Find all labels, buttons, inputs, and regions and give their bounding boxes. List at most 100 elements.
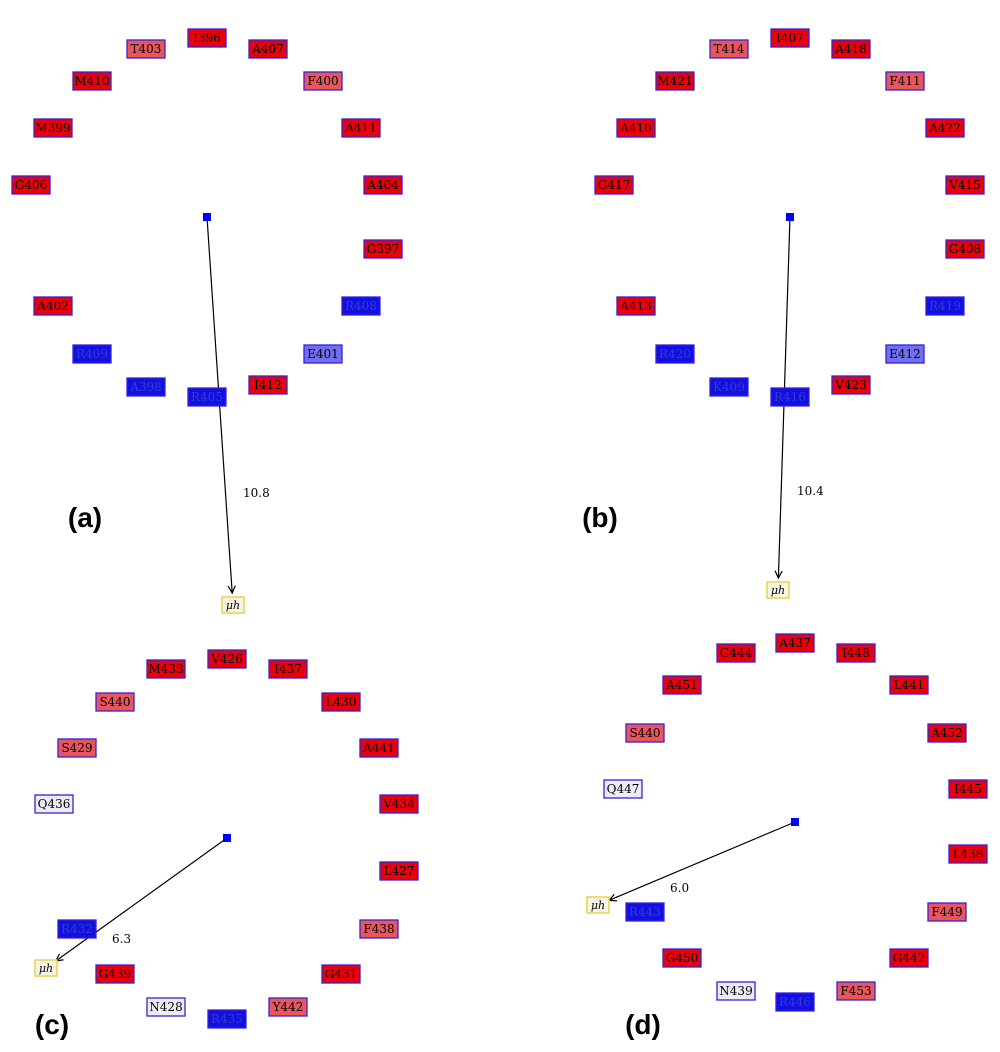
wheel-center-marker (203, 213, 211, 221)
residue-box: G450 (662, 948, 702, 968)
residue-rect (594, 175, 634, 195)
residue-rect (33, 296, 73, 316)
residue-box: S440 (95, 692, 135, 712)
residue-rect (775, 992, 815, 1012)
panel-label: (b) (582, 502, 618, 533)
residue-label: A441 (362, 741, 395, 755)
residue-label: G408 (949, 242, 982, 256)
residue-box: A441 (359, 738, 399, 758)
residue-rect (655, 344, 695, 364)
residue-label: V426 (210, 652, 243, 666)
residue-box: M421 (655, 71, 695, 91)
residue-box: T403 (126, 39, 166, 59)
residue-label: G442 (893, 951, 926, 965)
residue-box: A411 (341, 118, 381, 138)
moment-label: μh (39, 962, 53, 975)
residue-box: G406 (11, 175, 51, 195)
residue-rect (57, 919, 97, 939)
residue-box: R435 (207, 1009, 247, 1029)
residue-label: M433 (148, 662, 183, 676)
residue-label: V434 (382, 797, 415, 811)
residue-label: I396 (193, 31, 221, 45)
residue-box: V423 (831, 375, 871, 395)
residue-label: F438 (363, 922, 394, 936)
residue-box: F453 (836, 981, 876, 1001)
residue-label: M410 (74, 74, 109, 88)
residue-box: F438 (359, 919, 399, 939)
residue-label: A451 (665, 678, 698, 692)
moment-value: 6.3 (112, 932, 131, 946)
residue-label: A398 (129, 380, 162, 394)
residue-box: S440 (625, 723, 665, 743)
residue-rect (126, 377, 166, 397)
residue-box: A413 (616, 296, 656, 316)
residue-rect (33, 118, 73, 138)
residue-box: L430 (321, 692, 361, 712)
residue-box: A404 (363, 175, 403, 195)
residue-rect (836, 643, 876, 663)
residue-rect (925, 118, 965, 138)
residue-box: R446 (775, 992, 815, 1012)
residue-label: G397 (367, 242, 400, 256)
residue-rect (303, 344, 343, 364)
residue-rect (268, 997, 308, 1017)
residue-box: A452 (927, 723, 967, 743)
residue-rect (770, 28, 810, 48)
residue-rect (945, 239, 985, 259)
residue-label: G444 (720, 646, 753, 660)
residue-label: R446 (779, 995, 811, 1009)
residue-label: I448 (842, 646, 870, 660)
residue-rect (775, 633, 815, 653)
residue-label: G439 (99, 967, 132, 981)
residue-box: A410 (616, 118, 656, 138)
residue-label: N439 (719, 984, 752, 998)
residue-box: M433 (146, 659, 186, 679)
residue-rect (95, 964, 135, 984)
residue-label: T403 (131, 42, 162, 56)
residue-rect (927, 902, 967, 922)
residue-label: R416 (774, 390, 806, 404)
residue-label: R432 (61, 922, 93, 936)
residue-label: R443 (629, 905, 661, 919)
moment-arrow (609, 821, 796, 900)
residue-box: N428 (146, 997, 186, 1017)
residue-label: E401 (307, 347, 339, 361)
residue-rect (72, 344, 112, 364)
residue-box: T414 (709, 39, 749, 59)
residue-rect (948, 844, 988, 864)
residue-label: I412 (254, 378, 282, 392)
moment-label: μh (226, 599, 240, 612)
residue-box: G408 (945, 239, 985, 259)
residue-label: G417 (598, 178, 631, 192)
residue-box: S429 (57, 738, 97, 758)
residue-box: R408 (341, 296, 381, 316)
residue-rect (379, 794, 419, 814)
residue-label: G431 (325, 967, 358, 981)
residue-box: M399 (33, 118, 73, 138)
residue-label: F411 (889, 74, 920, 88)
residue-label: F400 (307, 74, 338, 88)
residue-rect (603, 779, 643, 799)
residue-box: K409 (709, 377, 749, 397)
residue-box: Q436 (34, 794, 74, 814)
residue-box: F449 (927, 902, 967, 922)
residue-rect (359, 919, 399, 939)
residue-rect (126, 39, 166, 59)
residue-label: A407 (251, 42, 284, 56)
residue-box: A402 (33, 296, 73, 316)
residue-label: A404 (366, 178, 399, 192)
residue-label: A410 (619, 121, 652, 135)
moment-label-box: μh (586, 896, 610, 914)
residue-box: E412 (885, 344, 925, 364)
residue-rect (146, 659, 186, 679)
residue-label: S429 (61, 741, 92, 755)
residue-box: I412 (248, 375, 288, 395)
residue-label: R408 (345, 299, 377, 313)
residue-rect (72, 71, 112, 91)
residue-label: A422 (928, 121, 961, 135)
residue-label: M421 (657, 74, 692, 88)
residue-rect (709, 377, 749, 397)
residue-rect (831, 39, 871, 59)
